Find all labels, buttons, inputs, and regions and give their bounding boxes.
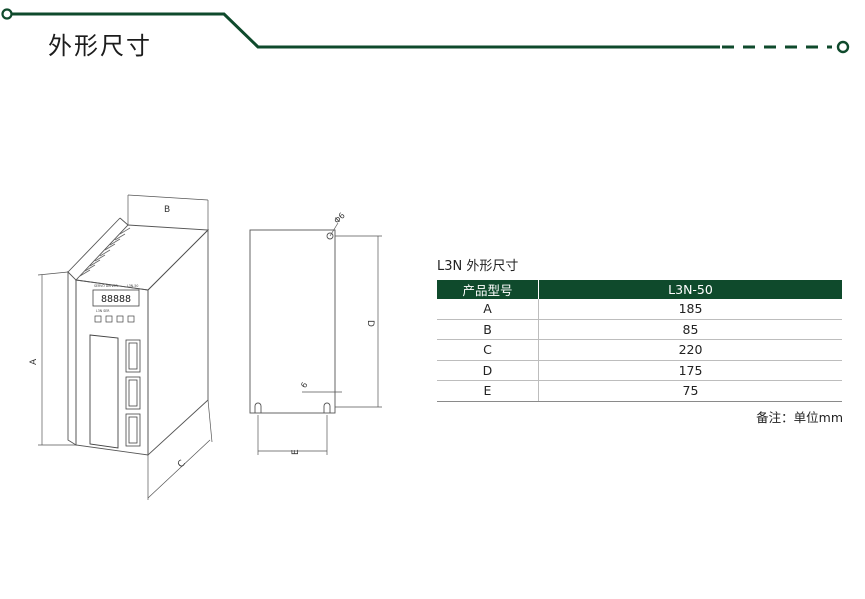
dim-label-b: B [164,205,170,215]
led-display [92,289,140,307]
front-cover [89,334,119,449]
dimension-table: 产品型号 L3N-50 A 185 B 85 C 220 D 175 E 75 [437,280,842,402]
panel-name-left: SERVO DRIVER [94,284,119,288]
table-header-row: 产品型号 L3N-50 [437,280,842,299]
table-row: B 85 [437,319,842,340]
row-dimension: E [437,380,539,402]
panel-model: L3N SER [96,309,110,313]
header-right-dot-icon [836,40,850,54]
table-row: C 220 [437,339,842,361]
table-row: E 75 [437,380,842,402]
page-title: 外形尺寸 [48,32,152,60]
header-model-value: L3N-50 [538,280,842,299]
bottom-slot-right-icon [323,402,331,413]
dim-label-hole: Φ6 [332,211,346,225]
left-side [67,270,77,446]
panel-name-right: L3N-50 [127,284,138,288]
dim-label-c: C [176,459,188,471]
header-line-solid [12,12,720,49]
right-face [147,228,209,457]
top-face [75,224,210,291]
row-dimension: C [437,339,539,361]
table-row: A 185 [437,299,842,320]
row-value: 175 [538,360,842,381]
top-hole-icon [326,232,334,240]
row-value: 185 [538,299,842,320]
side-outline-drawing: D E 6 Φ6 [249,211,382,455]
row-value: 220 [538,339,842,361]
side-plate [249,229,336,414]
header-model-label: 产品型号 [437,280,539,299]
table-row: D 175 [437,360,842,381]
panel-buttons [94,315,135,323]
isometric-outline-drawing: 88888 SERVO DRIVER L3N-50 L3N SER A B C [29,194,213,500]
led-digits: 88888 [101,294,131,305]
row-dimension: A [437,299,539,320]
row-value: 75 [538,380,842,402]
bottom-slot-left-icon [254,402,262,413]
dim-label-six: 6 [299,381,309,390]
dim-label-e: E [291,449,301,455]
row-dimension: B [437,319,539,340]
row-value: 85 [538,319,842,340]
row-dimension: D [437,360,539,381]
header-left-dot-icon [1,8,13,20]
unit-note: 备注：单位mm [756,410,843,425]
heatsink-fins [79,227,131,277]
dim-label-d: D [365,320,375,327]
dim-label-a: A [29,358,39,365]
connector-slots [125,339,141,447]
header-decoration [1,8,850,54]
table-title: L3N 外形尺寸 [437,259,519,274]
